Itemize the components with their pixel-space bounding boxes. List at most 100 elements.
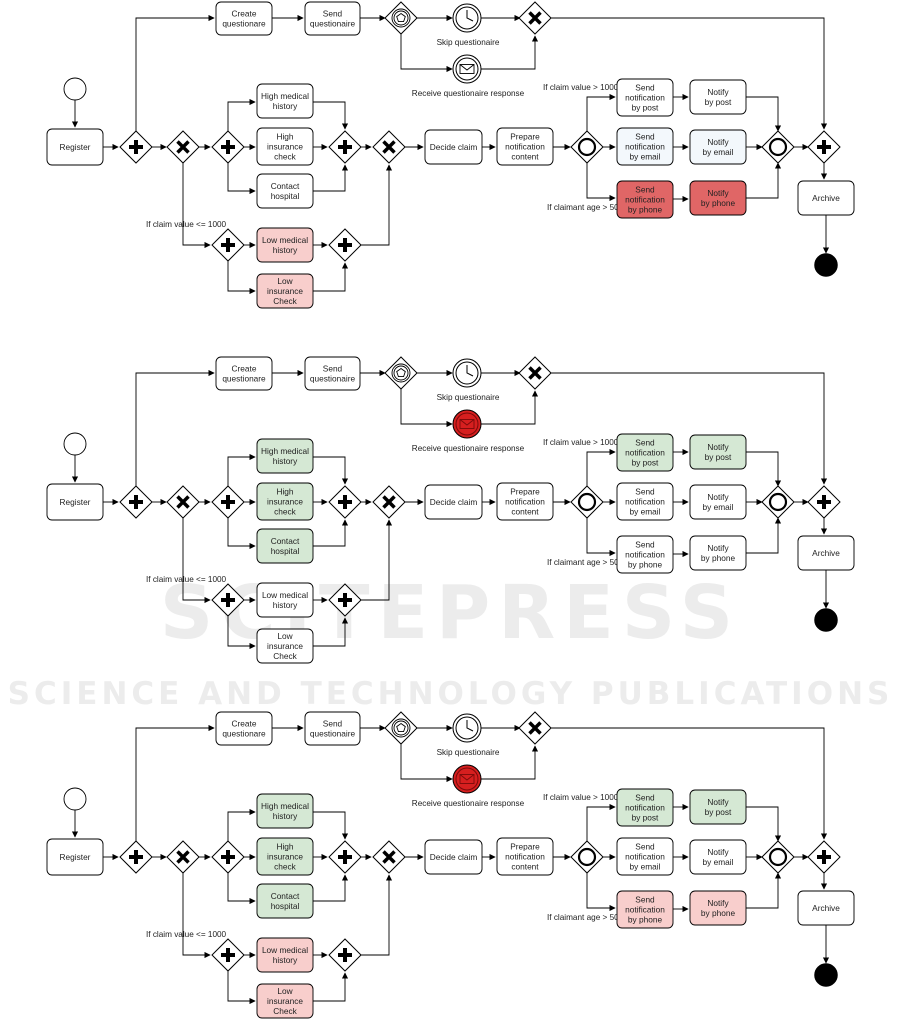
sequence-flow: [551, 372, 828, 485]
skip-questionnaire-label: Skip questionaire: [437, 38, 500, 47]
cross-icon: [382, 140, 396, 154]
task-register[interactable]: Register: [46, 838, 104, 876]
cross-icon: [382, 850, 396, 864]
cross-icon: [528, 721, 542, 735]
task-register[interactable]: Register: [46, 128, 104, 166]
receive-response-label: Receive questionaire response: [412, 89, 525, 98]
exclusive-gateway-claim-value: [166, 485, 200, 519]
exclusive-gateway-merge-checks: [372, 130, 406, 164]
circle-icon: [768, 137, 788, 157]
task-box: [215, 1, 273, 36]
task-label: Archive: [812, 903, 840, 913]
task-archive[interactable]: Archive: [797, 180, 855, 216]
event-based-gateway: [384, 356, 418, 390]
task-register[interactable]: Register: [46, 483, 104, 521]
task-decide-claim[interactable]: Decide claim: [424, 129, 483, 165]
sequence-flow: [746, 872, 782, 909]
plus-icon: [221, 948, 235, 962]
task-box: [616, 837, 674, 876]
sequence-flow: [313, 519, 349, 547]
parallel-gateway-high-join: [328, 130, 362, 164]
task-label: Register: [60, 497, 91, 507]
plus-icon: [129, 495, 143, 509]
parallel-gateway-high-split: [211, 130, 245, 164]
clock-hands-icon: [466, 365, 474, 377]
task-archive[interactable]: Archive: [797, 535, 855, 571]
gateway-shape: [570, 840, 604, 874]
task-box: [256, 482, 314, 521]
circle-icon: [577, 847, 597, 867]
task-box: [304, 711, 361, 746]
plus-icon: [338, 140, 352, 154]
task-decide-claim[interactable]: Decide claim: [424, 839, 483, 875]
task-decide-claim[interactable]: Decide claim: [424, 484, 483, 520]
task-box: [616, 482, 674, 521]
sequence-flow: [361, 164, 393, 246]
sequence-flow: [227, 808, 256, 841]
sequence-flow: [481, 745, 539, 780]
clock-hands-icon: [466, 720, 474, 732]
task-label: Archive: [812, 548, 840, 558]
end-event-icon: [814, 608, 838, 632]
task-archive[interactable]: Archive: [797, 890, 855, 926]
condition-age-label: If claimant age > 50: [547, 558, 619, 567]
